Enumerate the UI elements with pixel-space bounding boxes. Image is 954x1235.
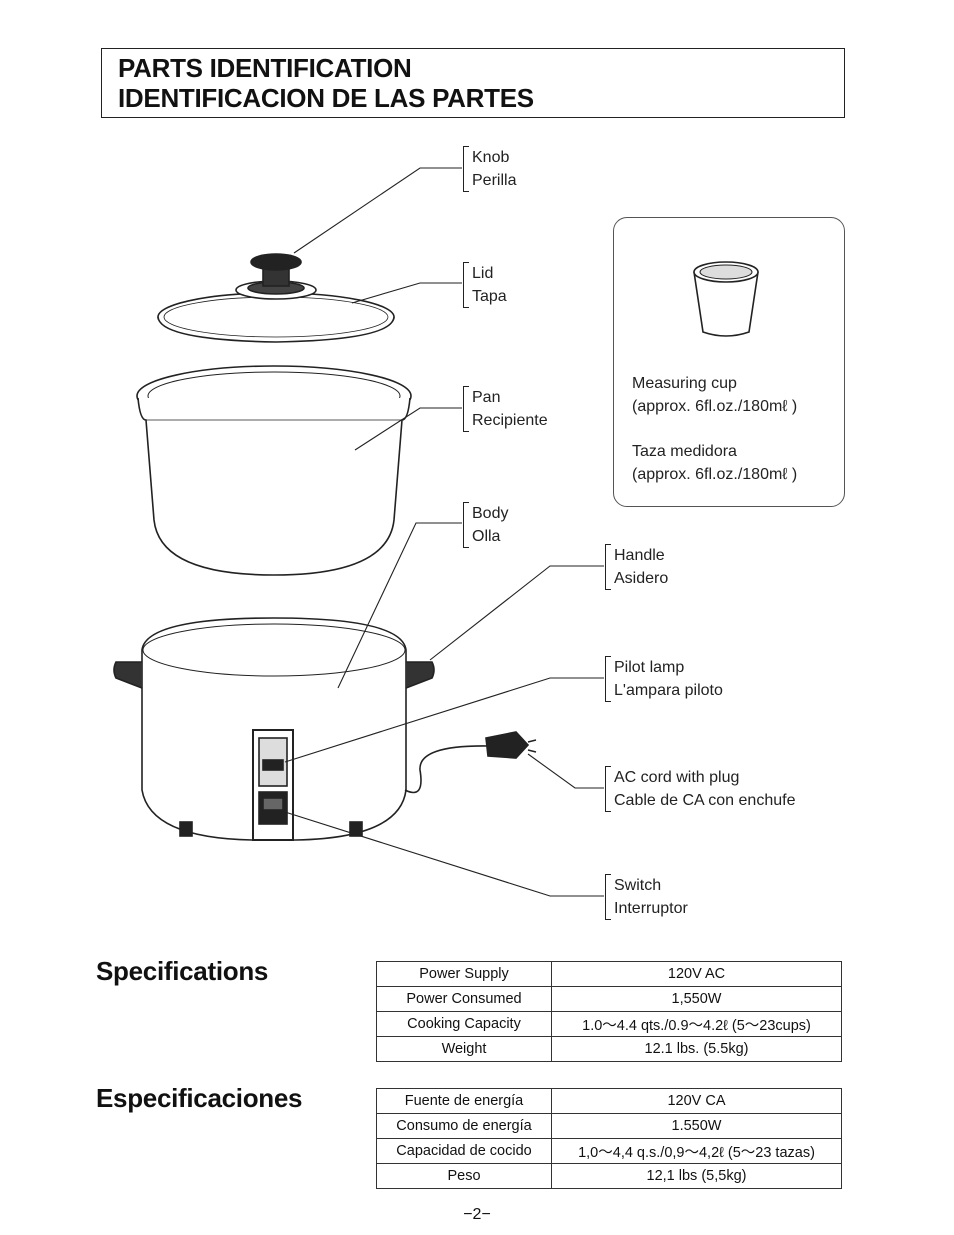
label-knob-es: Perilla (472, 172, 517, 189)
label-handle-en: Handle (614, 547, 665, 564)
spec-value: 120V CA (551, 1088, 842, 1114)
measuring-cup-box: Measuring cup (approx. 6fl.oz./180mℓ ) T… (613, 217, 845, 507)
spec-key: Fuente de energía (376, 1088, 552, 1114)
measuring-cup-en-name: Measuring cup (632, 375, 737, 392)
title-spanish: IDENTIFICACION DE LAS PARTES (118, 83, 534, 113)
label-knob: Knob Perilla (472, 146, 516, 192)
spec-key: Capacidad de cocido (376, 1138, 552, 1164)
especificaciones-heading: Especificaciones (96, 1083, 303, 1113)
knob-bracket (463, 146, 469, 192)
label-pilot-lamp: Pilot lamp L'ampara piloto (614, 656, 723, 702)
label-pilot-lamp-en: Pilot lamp (614, 659, 685, 676)
spec-key: Weight (376, 1036, 552, 1062)
spec-value: 1.0～4.4 qts./0.9～4.2ℓ (5～23cups) (551, 1011, 842, 1037)
label-handle: Handle Asidero (614, 544, 668, 590)
body-bracket (463, 502, 469, 548)
label-pan: Pan Recipiente (472, 386, 548, 432)
measuring-cup-drawing (693, 261, 759, 337)
page-title-box: PARTS IDENTIFICATION IDENTIFICACION DE L… (101, 48, 845, 118)
spec-value: 1,0～4,4 q.s./0,9～4,2ℓ (5～23 tazas) (551, 1138, 842, 1164)
label-ac-cord: AC cord with plug Cable de CA con enchuf… (614, 766, 795, 812)
spec-key: Power Consumed (376, 986, 552, 1012)
body-drawing (113, 617, 435, 841)
pilot-lamp-bracket (605, 656, 611, 702)
specifications-heading: Specifications (96, 956, 269, 986)
handle-bracket (605, 544, 611, 590)
measuring-cup-en-amount: (approx. 6fl.oz./180mℓ ) (632, 398, 798, 415)
spec-value: 12.1 lbs. (5.5kg) (551, 1036, 842, 1062)
spec-value: 1.550W (551, 1113, 842, 1139)
pan-drawing (136, 365, 412, 576)
spec-value: 1,550W (551, 986, 842, 1012)
label-body-en: Body (472, 505, 509, 522)
cord-plug-drawing (404, 731, 537, 794)
label-body-es: Olla (472, 528, 501, 545)
spec-value: 12,1 lbs (5,5kg) (551, 1163, 842, 1189)
spec-key: Cooking Capacity (376, 1011, 552, 1037)
lid-bracket (463, 262, 469, 308)
label-body: Body Olla (472, 502, 508, 548)
label-handle-es: Asidero (614, 570, 669, 587)
measuring-cup-es: Taza medidora (approx. 6fl.oz./180mℓ ) (632, 440, 847, 486)
pan-bracket (463, 386, 469, 432)
label-lid-es: Tapa (472, 288, 507, 305)
label-switch-en: Switch (614, 877, 662, 894)
spec-key: Peso (376, 1163, 552, 1189)
measuring-cup-en: Measuring cup (approx. 6fl.oz./180mℓ ) (632, 372, 847, 418)
page-number: −2− (463, 1206, 491, 1223)
measuring-cup-es-name: Taza medidora (632, 443, 737, 460)
lid-drawing (157, 280, 395, 343)
label-switch: Switch Interruptor (614, 874, 688, 920)
knob-drawing (250, 253, 302, 287)
label-pan-en: Pan (472, 389, 501, 406)
label-ac-cord-es: Cable de CA con enchufe (614, 792, 796, 809)
spec-key: Consumo de energía (376, 1113, 552, 1139)
title-english: PARTS IDENTIFICATION (118, 53, 412, 83)
label-lid-en: Lid (472, 265, 494, 282)
label-switch-es: Interruptor (614, 900, 688, 917)
ac-cord-bracket (605, 766, 611, 812)
label-pilot-lamp-es: L'ampara piloto (614, 682, 723, 699)
spec-key: Power Supply (376, 961, 552, 987)
measuring-cup-es-amount: (approx. 6fl.oz./180mℓ ) (632, 466, 798, 483)
label-pan-es: Recipiente (472, 412, 548, 429)
label-ac-cord-en: AC cord with plug (614, 769, 740, 786)
label-lid: Lid Tapa (472, 262, 507, 308)
switch-bracket (605, 874, 611, 920)
label-knob-en: Knob (472, 149, 510, 166)
spec-value: 120V AC (551, 961, 842, 987)
